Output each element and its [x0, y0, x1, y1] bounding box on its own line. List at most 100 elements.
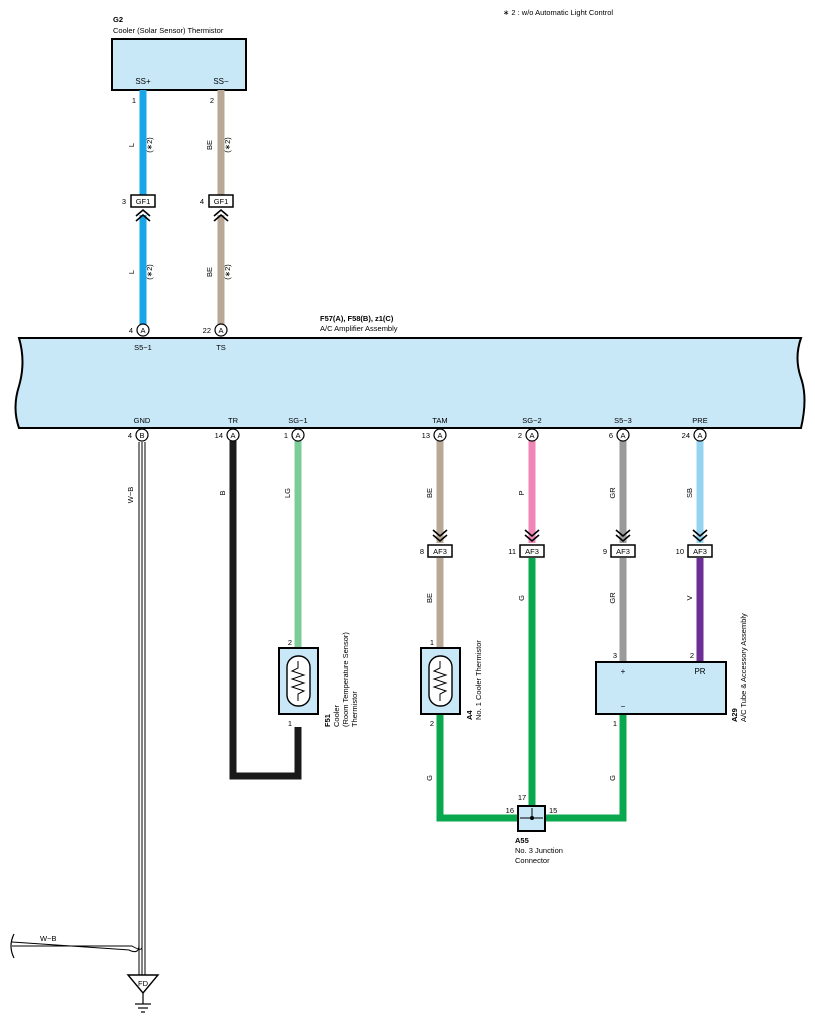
a55-pin-right: 15 [549, 806, 557, 815]
af3-pre-chevron-icon [692, 529, 708, 543]
gf1-right-pin: 4 [200, 197, 204, 206]
note-text: ∗ 2 : w/o Automatic Light Control [503, 8, 613, 17]
af3-sg2-chevron-icon [524, 529, 540, 543]
amp-pin-pre-conn: A [697, 431, 702, 440]
gf1-connector-right [208, 194, 234, 208]
wire-tr-color: B [218, 490, 227, 495]
af3-pre-name: AF3 [693, 547, 707, 556]
gf1-left-pin: 3 [122, 197, 126, 206]
gf1-left-chevron-icon [135, 208, 151, 222]
amp-pin-sg1-circle [291, 428, 305, 442]
af3-tam-name: AF3 [433, 547, 447, 556]
a29-code: A29 [730, 708, 739, 722]
gf1-connector-left [130, 194, 156, 208]
sensor-box [111, 38, 247, 91]
sensor-pin1-num: 1 [132, 96, 136, 105]
a4-code: A4 [465, 710, 474, 720]
wire-a29-out-color: G [608, 775, 617, 781]
f51-pin-top: 2 [288, 638, 292, 647]
wire-a4-green [436, 714, 518, 822]
a4-name: No. 1 Cooler Thermistor [474, 640, 483, 720]
af3-connector-sg2: AF3 11 [508, 529, 545, 558]
gf1-left-name: GF1 [136, 197, 151, 206]
a55-code: A55 [515, 836, 529, 845]
amp-top-pin2-label: TS [216, 343, 226, 352]
amp-top-pin1-circle [136, 323, 150, 337]
sensor-code: G2 [113, 15, 123, 24]
wire-gnd-wb [11, 442, 146, 978]
amp-pin-tr-label: TR [228, 416, 239, 425]
amp-top-pin2-num: 22 [203, 326, 211, 335]
a29-minus-label: − [621, 702, 626, 711]
f51-resistor-icon [290, 661, 306, 701]
wire-BE-color-upper: BE [205, 140, 214, 150]
af3-connector-tam: AF3 8 [420, 529, 453, 558]
amp-pin-tam-num: 13 [422, 431, 430, 440]
wire-sg2-color: P [517, 490, 526, 495]
amp-pin-sg2-conn: A [529, 431, 534, 440]
af3-sg2-pin: 11 [508, 547, 516, 556]
amp-pin-sg1-conn: A [295, 431, 300, 440]
wire-sg1-color: LG [283, 488, 292, 498]
amp-pin-tr-circle [226, 428, 240, 442]
a29-plus-label: + [621, 667, 626, 676]
f51-line3: Thermistor [350, 691, 359, 727]
a55-junction-dot [530, 816, 534, 820]
wire-a4-out-color: G [425, 775, 434, 781]
amp-pin-gnd-num: 4 [128, 431, 132, 440]
amp-pin-s53-num: 6 [609, 431, 613, 440]
af3-s53-chevron-icon [615, 529, 631, 543]
amp-pin-gnd-circle [135, 428, 149, 442]
sensor-pin2-num: 2 [210, 96, 214, 105]
amp-pin-s53-conn: A [620, 431, 625, 440]
a4-pin-top: 1 [430, 638, 434, 647]
wire-a29-green [545, 714, 627, 822]
amp-pin-pre-label: PRE [692, 416, 707, 425]
amp-pin-tam-label: TAM [432, 416, 447, 425]
a29-pr-label: PR [694, 667, 705, 676]
wire-BE-color-lower: BE [205, 267, 214, 277]
amp-top-pin2-conn: A [218, 326, 223, 335]
sensor-name: Cooler (Solar Sensor) Thermistor [113, 26, 224, 35]
gf1-right-chevron-icon [213, 208, 229, 222]
amp-top-pin2-circle [214, 323, 228, 337]
gf1-right-name: GF1 [214, 197, 229, 206]
amp-pin-pre-num: 24 [682, 431, 690, 440]
f51-line2: (Room Temperature Sensor) [341, 632, 350, 727]
wire-s53-color: GR [608, 487, 617, 499]
af3-connector-pre: AF3 10 [676, 529, 713, 558]
amp-pin-s53-circle [616, 428, 630, 442]
a4-resistor-icon [432, 661, 448, 701]
amplifier-name: A/C Amplifier Assembly [320, 324, 398, 333]
af3-pre-pin: 10 [676, 547, 684, 556]
af3-connector-s53: AF3 9 [603, 529, 636, 558]
amp-top-pin1-num: 4 [129, 326, 133, 335]
amp-pin-sg2-num: 2 [518, 431, 522, 440]
amp-pin-tr-num: 14 [215, 431, 223, 440]
amp-pin-tr-conn: A [230, 431, 235, 440]
wire-pre-color: SB [685, 488, 694, 498]
wire-pre-color-below: V [685, 595, 694, 600]
af3-s53-name: AF3 [616, 547, 630, 556]
wire-gnd-left-color: W−B [40, 934, 56, 943]
a55-line2: Connector [515, 856, 550, 865]
amplifier-box [14, 337, 806, 429]
af3-sg2-name: AF3 [525, 547, 539, 556]
wire-gnd-color: W−B [126, 487, 135, 503]
amp-pin-tam-circle [433, 428, 447, 442]
wire-s53-color-below: GR [608, 592, 617, 604]
a4-pin-bottom: 2 [430, 719, 434, 728]
a29-box [595, 661, 727, 715]
wire-tr-black [229, 441, 302, 780]
amp-pin-sg2-circle [525, 428, 539, 442]
ground-label: FD [138, 979, 149, 988]
amp-pin-s53-label: S5−3 [614, 416, 632, 425]
wire-L-cond-lower: (∗2) [145, 264, 154, 280]
a29-pin-minus-num: 1 [613, 719, 617, 728]
wire-L-color-lower: L [127, 270, 136, 274]
sensor-pin1-label: SS+ [135, 77, 151, 86]
f51-pin-bottom: 1 [288, 719, 292, 728]
wire-L-cond-upper: (∗2) [145, 137, 154, 153]
amp-top-pin1-conn: A [140, 326, 145, 335]
wire-BE-cond-upper: (∗2) [223, 137, 232, 153]
